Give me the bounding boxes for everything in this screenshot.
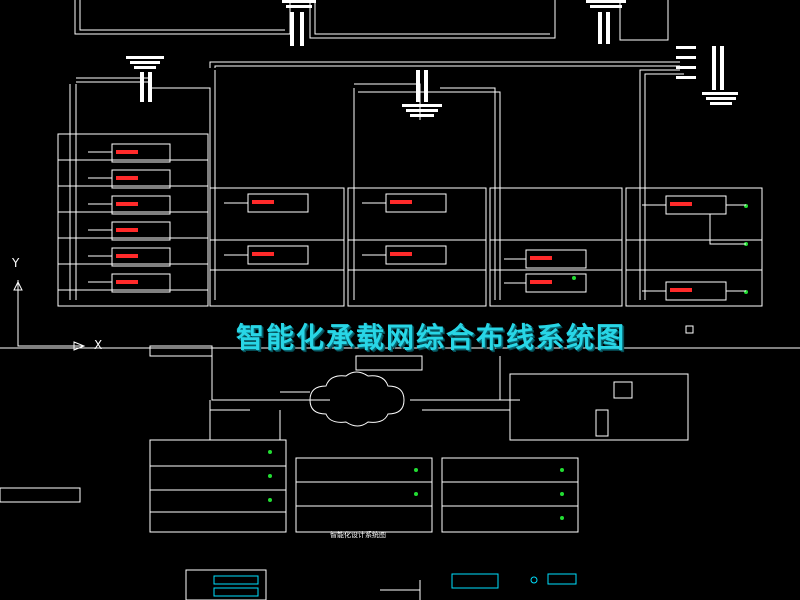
bottom-section: [185, 569, 577, 600]
floor-frames: [57, 133, 763, 307]
patch-panel-stack-3: [586, 0, 626, 44]
patch-panel-stack-1: [126, 56, 164, 102]
bottom-caption: 智能化设计系统图: [330, 531, 386, 539]
diagram-title: 智能化承载网综合布线系统图: [236, 321, 627, 354]
patch-panel-stack-4: [402, 70, 442, 117]
cloud-icon: [309, 371, 405, 427]
patch-panel-stack-2: [282, 0, 316, 46]
axis-x-label: X: [94, 338, 103, 352]
lower-network: [0, 345, 689, 533]
patch-panel-stack-5: [676, 46, 738, 105]
lower-indicators: [268, 450, 564, 520]
axis-y-label: Y: [12, 256, 20, 270]
equipment-modules: [88, 143, 748, 301]
